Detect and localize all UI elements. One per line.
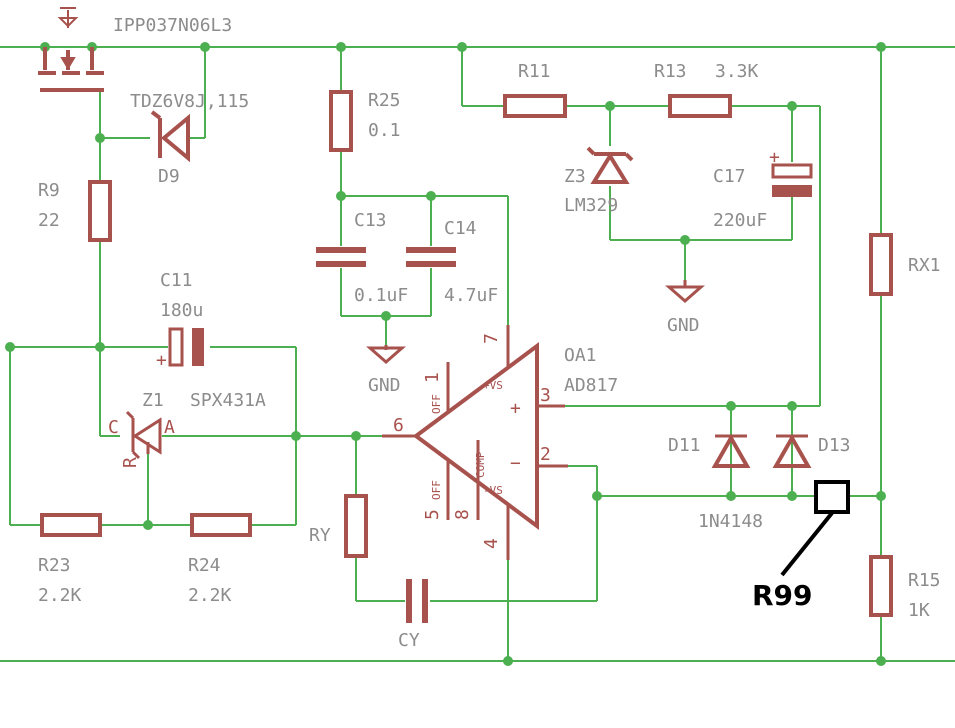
q1-part-label: IPP037N06L3 xyxy=(113,15,232,36)
z1-value: SPX431A xyxy=(190,390,266,411)
shunt-reference-z1[interactable] xyxy=(125,410,162,460)
r25-name: R25 xyxy=(368,90,401,111)
c13-name: C13 xyxy=(354,210,387,231)
gnd-label-2: GND xyxy=(667,315,700,336)
resistor-r25[interactable] xyxy=(329,90,353,152)
c11-name: C11 xyxy=(160,270,193,291)
ground-symbol-2 xyxy=(665,280,705,303)
c11-plus: + xyxy=(156,350,167,371)
r9-value: 22 xyxy=(38,210,60,231)
resistor-r13[interactable] xyxy=(668,94,732,118)
zener-z3[interactable] xyxy=(586,146,634,184)
r13-value: 3.3K xyxy=(715,61,759,82)
r25-value: 0.1 xyxy=(368,120,401,141)
c14-value: 4.7uF xyxy=(444,285,498,306)
pin-number-1: 1 xyxy=(422,372,443,383)
r24-value: 2.2K xyxy=(188,585,232,606)
resistor-r15[interactable] xyxy=(869,555,893,617)
capacitor-c17[interactable] xyxy=(771,163,813,197)
r13-name: R13 xyxy=(654,61,687,82)
oa1-minus-sign: − xyxy=(510,453,521,474)
oa1-vs-plus: +VS xyxy=(483,379,503,392)
r15-value: 1K xyxy=(908,600,930,621)
z1-name: Z1 xyxy=(142,390,164,411)
diode-d11[interactable] xyxy=(711,433,751,468)
ground-symbol-1 xyxy=(366,345,406,364)
oa1-plus-sign: + xyxy=(510,398,521,419)
capacitor-c14[interactable] xyxy=(406,247,456,267)
oa1-value: AD817 xyxy=(564,375,618,396)
resistor-r23[interactable] xyxy=(40,513,102,537)
z3-name: Z3 xyxy=(564,166,586,187)
junction-dots xyxy=(5,42,886,666)
z1-pin-r: R xyxy=(120,457,141,468)
resistor-r11[interactable] xyxy=(503,94,567,118)
r24-name: R24 xyxy=(188,555,221,576)
resistor-r24[interactable] xyxy=(190,513,252,537)
pin-number-3: 3 xyxy=(540,385,551,406)
pin-number-4: 4 xyxy=(481,538,502,549)
ry-name: RY xyxy=(309,525,331,546)
c13-value: 0.1uF xyxy=(354,285,408,306)
capacitor-c11[interactable] xyxy=(168,327,204,367)
r99-callout-label: R99 xyxy=(752,579,813,612)
pin-number-8: 8 xyxy=(452,509,473,520)
resistor-ry[interactable] xyxy=(344,494,368,558)
r11-name: R11 xyxy=(518,61,551,82)
d13-name: D13 xyxy=(818,435,851,456)
r99-pad[interactable] xyxy=(814,480,850,514)
r15-name: R15 xyxy=(908,570,941,591)
z1-pin-a: A xyxy=(164,417,175,438)
resistor-rx1[interactable] xyxy=(869,233,893,296)
diode-d13[interactable] xyxy=(772,433,812,468)
oa1-off-2: OFF xyxy=(430,480,443,500)
z3-value: LM329 xyxy=(564,195,618,216)
r9-name: R9 xyxy=(38,180,60,201)
pin-number-5: 5 xyxy=(422,509,443,520)
oa1-vs-minus: -VS xyxy=(483,484,503,497)
wires xyxy=(0,46,955,662)
pin-number-2: 2 xyxy=(540,444,551,465)
oa1-comp: COMP xyxy=(474,451,487,478)
diodes-value: 1N4148 xyxy=(698,511,763,532)
gnd-label-1: GND xyxy=(368,375,401,396)
c11-value: 180u xyxy=(160,300,203,321)
cy-name: CY xyxy=(398,630,420,651)
capacitor-cy[interactable] xyxy=(406,579,428,623)
pin-number-6: 6 xyxy=(393,415,404,436)
oa1-off-1: OFF xyxy=(430,394,443,414)
r99-callout-line xyxy=(780,511,834,577)
zener-d9[interactable] xyxy=(150,110,190,163)
d9-value: TDZ6V8J,115 xyxy=(130,91,249,112)
c17-plus: + xyxy=(769,147,780,168)
c17-value: 220uF xyxy=(713,210,767,231)
opamp-oa1[interactable] xyxy=(382,325,568,560)
r23-value: 2.2K xyxy=(38,585,82,606)
resistor-r9[interactable] xyxy=(88,180,112,242)
c14-name: C14 xyxy=(444,218,477,239)
mosfet-q1[interactable] xyxy=(38,7,104,92)
rx1-name: RX1 xyxy=(908,255,941,276)
r23-name: R23 xyxy=(38,555,71,576)
d11-name: D11 xyxy=(668,435,701,456)
c17-name: C17 xyxy=(713,166,746,187)
pin-number-7: 7 xyxy=(481,333,502,344)
capacitor-c13[interactable] xyxy=(316,247,366,267)
d9-name: D9 xyxy=(158,166,180,187)
oa1-name: OA1 xyxy=(564,345,597,366)
z1-pin-c: C xyxy=(108,417,119,438)
